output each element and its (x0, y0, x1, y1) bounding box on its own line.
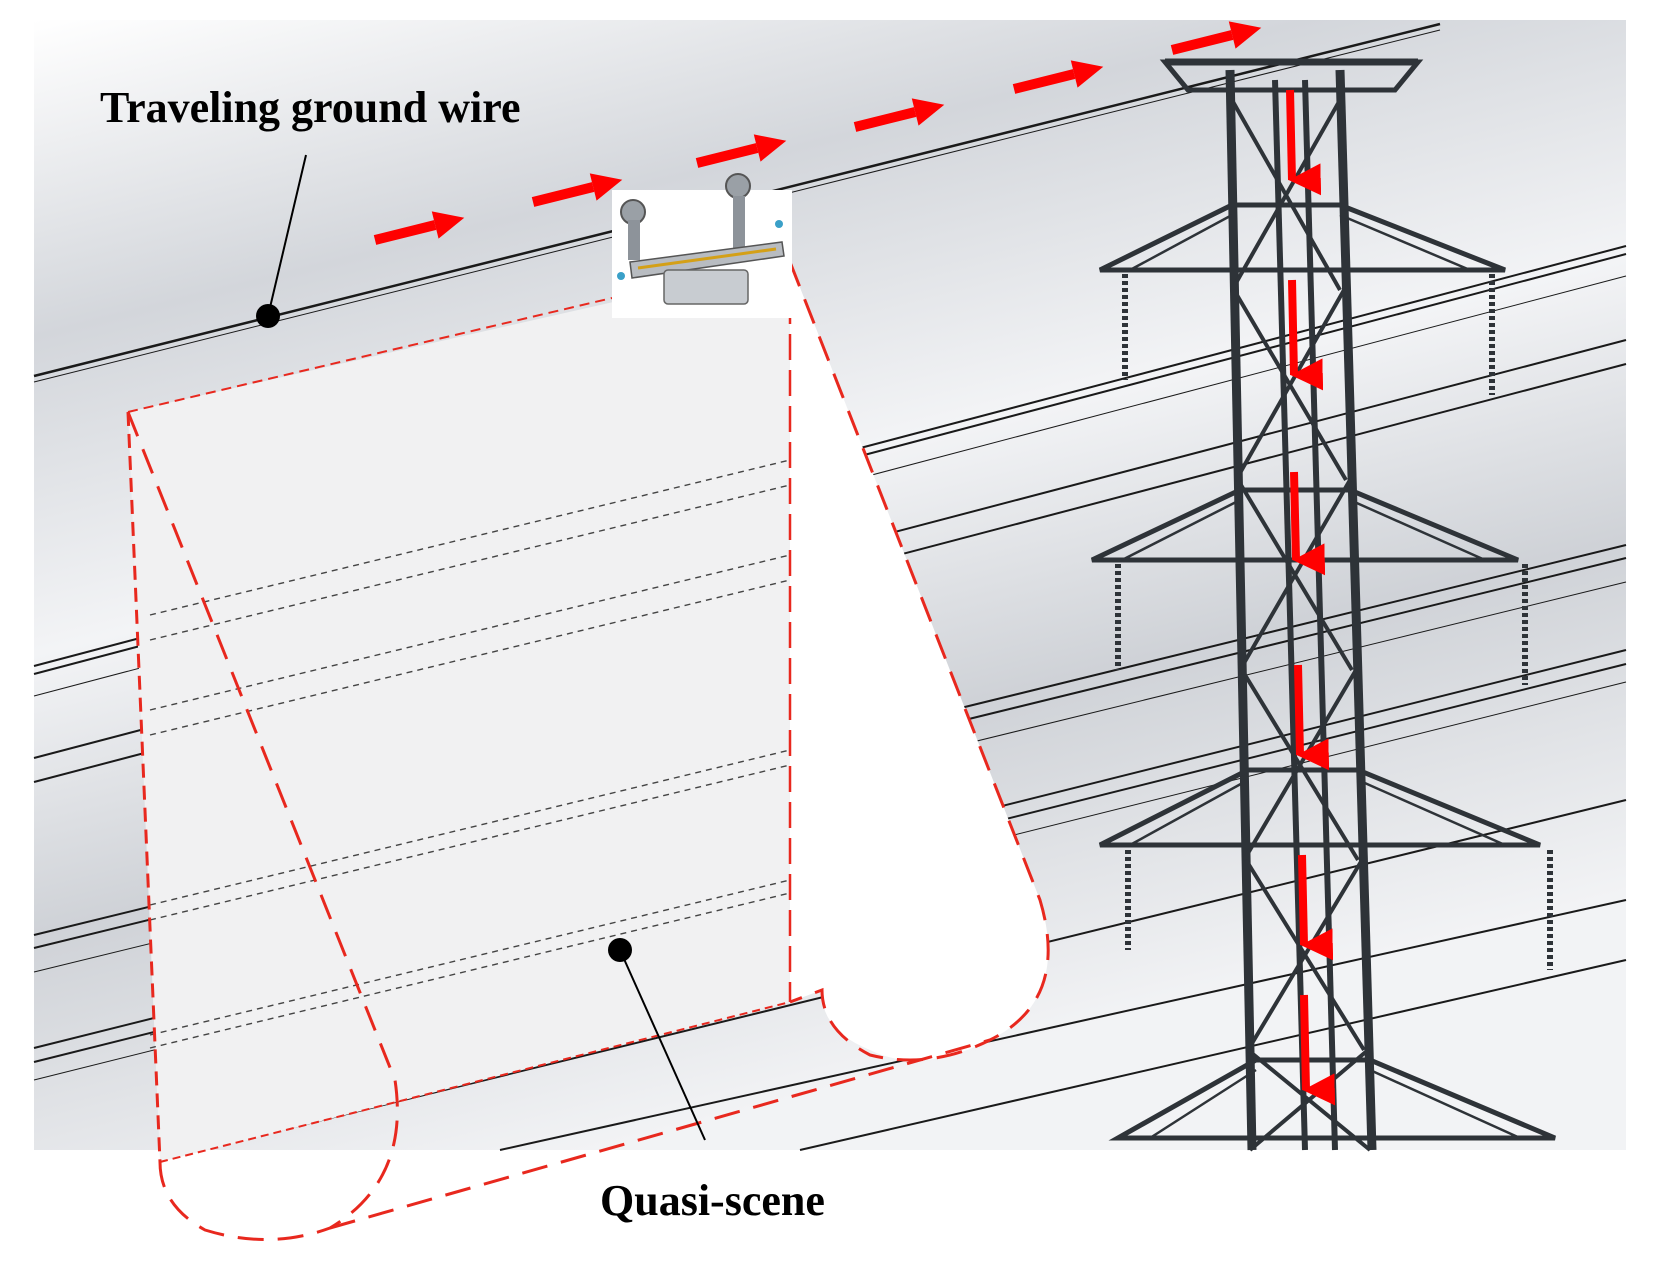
ground-wire-label: Traveling ground wire (100, 83, 520, 132)
direction-arrow-icon (1290, 471, 1326, 576)
transmission-tower-icon (1090, 58, 1556, 1152)
direction-arrow-icon (695, 134, 787, 168)
direction-arrow-icon (1286, 89, 1322, 196)
ground-wire-callout (256, 154, 307, 328)
direction-arrow-icon (1298, 854, 1334, 961)
direction-arrow-icon (373, 211, 465, 245)
direction-arrow-icon (853, 98, 945, 132)
callout-dot (608, 938, 632, 962)
direction-arrow-icon (1170, 21, 1262, 55)
quasi-scene-callout (608, 938, 706, 1141)
inspection-robot-icon (612, 173, 792, 318)
direction-arrow-icon (1288, 279, 1324, 391)
travel-arrows (373, 21, 1262, 245)
direction-arrow-icon (1300, 994, 1336, 1106)
tower-arrows (1286, 89, 1336, 1106)
direction-arrow-icon (1294, 664, 1330, 771)
direction-arrow-icon (531, 173, 623, 207)
quasi-scene-panel (128, 262, 1049, 1162)
callout-dot (256, 304, 280, 328)
frustum-outline (126, 261, 1050, 1241)
direction-arrow-icon (1012, 60, 1104, 94)
quasi-scene-label: Quasi-scene (600, 1176, 825, 1225)
